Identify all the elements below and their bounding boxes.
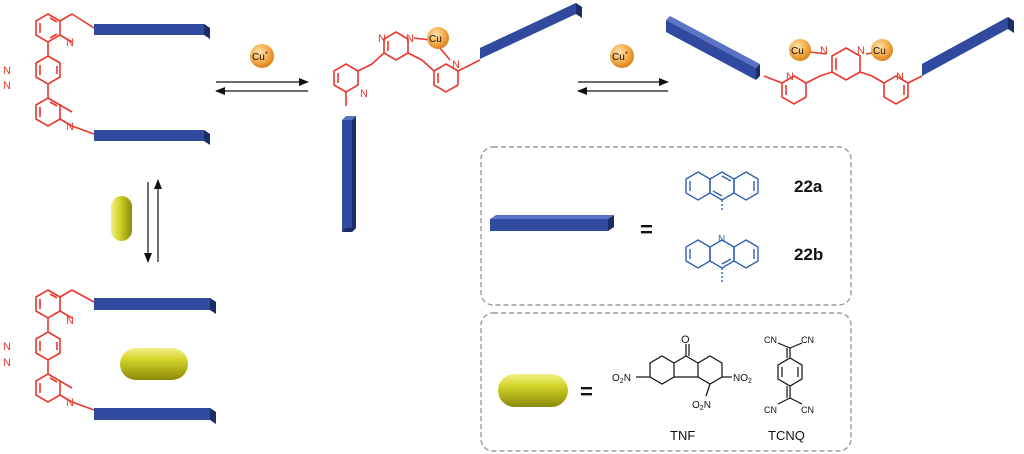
n-atom: N	[452, 59, 460, 71]
n-atom: N	[820, 45, 828, 57]
cyano-group: CN	[764, 335, 777, 345]
svg-text:Cu: Cu	[791, 46, 804, 57]
n-atom: N	[360, 88, 368, 100]
cu-ion-icon: Cu+	[610, 44, 634, 68]
rod-icon	[922, 17, 1014, 76]
rod-icon	[94, 408, 216, 424]
cyano-group: CN	[764, 405, 777, 415]
host-guest-ligand	[35, 289, 95, 411]
n-atom: N	[896, 71, 904, 83]
svg-text:Cu: Cu	[873, 46, 886, 57]
guest-name: TCNQ	[768, 428, 805, 443]
n-atom: N	[3, 357, 11, 369]
n-atom: N	[378, 33, 386, 45]
ligand-left-atoms: N N N N	[3, 37, 74, 133]
cu-complex-1	[333, 31, 481, 106]
compound-label: 22a	[794, 177, 823, 196]
svg-text:Cu+: Cu+	[612, 51, 629, 63]
equilibrium-arrow-icon	[577, 78, 669, 95]
nitro-group: NO2	[733, 373, 752, 385]
n-atom: N	[3, 65, 11, 77]
n-atom: N	[66, 37, 74, 49]
tnf-structure	[636, 344, 732, 397]
n-atom: N	[406, 33, 414, 45]
n-atom: N	[66, 121, 74, 133]
rod-icon	[480, 3, 582, 59]
free-ligand	[35, 13, 95, 135]
rod-icon	[94, 130, 210, 145]
cu-ion-icon: Cu+	[250, 44, 274, 68]
n-atom: N	[3, 80, 11, 92]
guest-name: TNF	[670, 428, 695, 443]
equilibrium-arrow-icon	[144, 179, 162, 263]
n-atom: N	[718, 234, 725, 245]
legend-box-rod	[480, 146, 852, 306]
cyano-group: CN	[801, 335, 814, 345]
svg-text:Cu: Cu	[429, 34, 442, 45]
compound-label: 22b	[794, 245, 823, 264]
cu-center: Cu	[871, 39, 893, 61]
cu-complex-1-atoms: N N N N	[360, 33, 460, 100]
cyano-group: CN	[801, 405, 814, 415]
rod-icon	[94, 24, 210, 39]
acridine-structure	[685, 239, 759, 282]
n-atom: N	[857, 45, 865, 57]
equals-sign: =	[580, 379, 593, 404]
rod-icon	[94, 298, 216, 314]
cu-center: Cu	[427, 27, 449, 49]
anthracene-structure	[685, 171, 759, 212]
legend-box-capsule	[480, 312, 852, 452]
cu-complex-2-atoms: N N N N	[786, 45, 904, 83]
capsule-icon	[120, 348, 188, 380]
cu-complex-2	[763, 47, 923, 105]
rod-icon	[490, 215, 614, 231]
host-guest-atoms: N N N N	[3, 315, 74, 409]
cu-center: Cu	[789, 39, 811, 61]
oxygen-atom: O	[681, 334, 690, 346]
n-atom: N	[3, 341, 11, 353]
nitro-group: O2N	[692, 400, 711, 412]
capsule-icon	[111, 196, 132, 241]
svg-text:Cu+: Cu+	[252, 51, 269, 63]
n-atom: N	[786, 71, 794, 83]
tcnq-structure	[777, 342, 803, 405]
equilibrium-arrow-icon	[215, 78, 309, 95]
nitro-group: O2N	[612, 373, 631, 385]
n-atom: N	[66, 397, 74, 409]
equals-sign: =	[640, 217, 653, 242]
rod-icon	[342, 116, 356, 232]
n-atom: N	[66, 315, 74, 327]
capsule-icon	[498, 374, 568, 407]
rod-icon	[666, 16, 760, 80]
